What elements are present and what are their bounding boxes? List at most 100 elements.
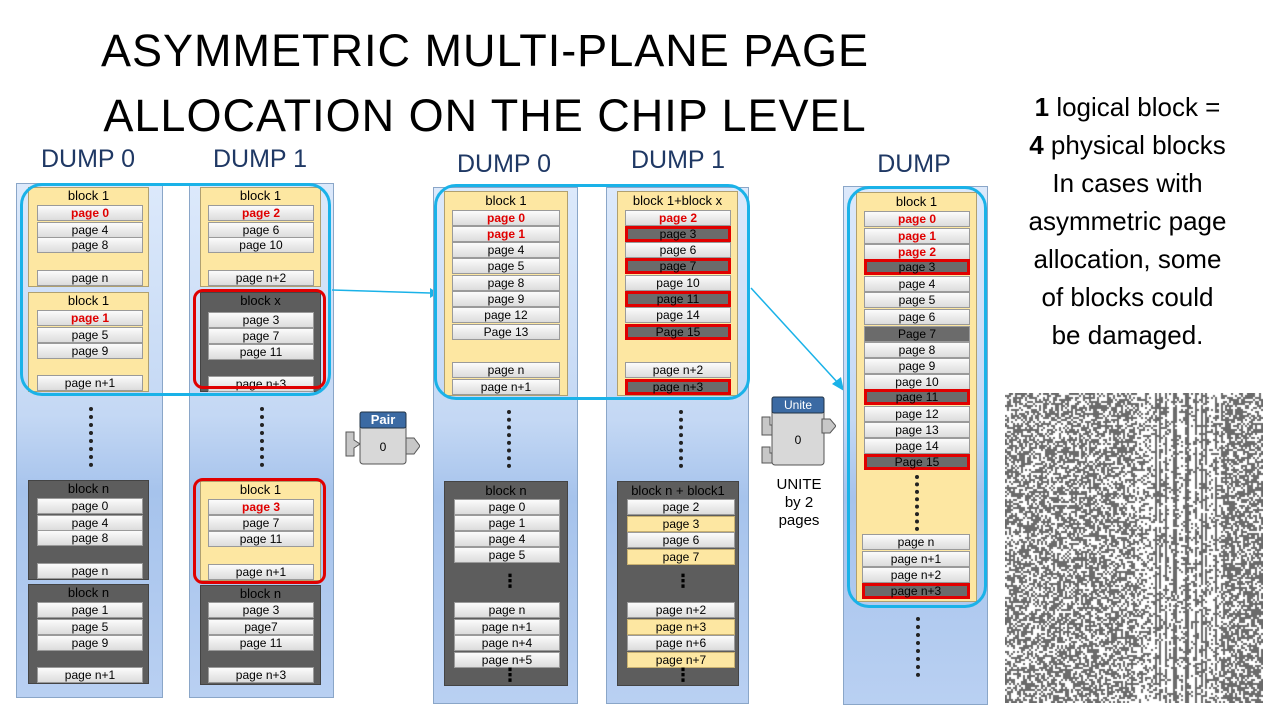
ellipsis-dots bbox=[89, 407, 93, 467]
col4-block-2: block n + block1 page 2 page 3 page 6 pa… bbox=[617, 481, 739, 686]
col1-block-3: block n page 0 page 4 page 8 page n bbox=[28, 480, 149, 580]
page-item: page n+2 bbox=[862, 567, 970, 583]
col2-block-3: block 1 page 3 page 7 page 11 page n+1 bbox=[200, 481, 321, 581]
damaged-page-item: Page 15 bbox=[625, 324, 731, 340]
side-line-1: 1 logical block = bbox=[1034, 92, 1221, 122]
page-item: page 1 bbox=[864, 228, 970, 244]
page-item: page n bbox=[37, 270, 143, 286]
dump-label-right: DUMP bbox=[877, 150, 951, 178]
logical-block-frame-right bbox=[847, 186, 987, 608]
unite-caption-line3: pages bbox=[778, 512, 820, 529]
page-item: page 8 bbox=[37, 237, 143, 253]
page-item: page n+2 bbox=[208, 270, 314, 286]
block-title: block n bbox=[239, 586, 282, 601]
logical-block-frame-left bbox=[20, 183, 331, 396]
page-item: page 3 bbox=[208, 602, 314, 618]
side-explanation: 1 logical block = 4 physical blocks In c… bbox=[1000, 88, 1255, 354]
page-item: page 11 bbox=[208, 635, 314, 651]
page-item: page 5 bbox=[37, 619, 143, 635]
block-title: block 1 bbox=[239, 482, 282, 497]
damaged-block-frame bbox=[193, 478, 326, 584]
page-item: page 5 bbox=[454, 547, 560, 563]
col2-block-2: block x page 3 page 7 page 11 page n+3 bbox=[200, 292, 321, 392]
unite-block-icon: Unite 0 bbox=[760, 395, 837, 467]
page-item: page 4 bbox=[864, 276, 970, 292]
page-item: page n+2 bbox=[625, 362, 731, 378]
damaged-page-item: page 11 bbox=[625, 291, 731, 307]
page-item: page 14 bbox=[625, 307, 731, 323]
damaged-block-frame bbox=[193, 289, 326, 389]
page-item: page 9 bbox=[864, 358, 970, 374]
page-item: page n+1 bbox=[454, 619, 560, 635]
page-item: page 10 bbox=[208, 237, 314, 253]
title-line-2: ALLOCATION ON THE CHIP LEVEL bbox=[103, 90, 867, 141]
block-title: block 1 bbox=[895, 194, 938, 209]
ellipsis-dots: ⋮ bbox=[674, 571, 692, 591]
pair-icon-value: 0 bbox=[379, 440, 387, 454]
page-item: page 1 bbox=[454, 515, 560, 531]
page-item: page 6 bbox=[625, 242, 731, 258]
col3-block-1: block 1 page 0 page 1 page 4 page 5 page… bbox=[444, 191, 568, 396]
unite-caption-line2: by 2 bbox=[784, 494, 814, 511]
page-item: page n bbox=[454, 602, 560, 618]
ellipsis-dots bbox=[915, 475, 919, 531]
page-item: page n+6 bbox=[627, 635, 735, 651]
damaged-page-item: page 11 bbox=[864, 389, 970, 405]
page-item: page 1 bbox=[37, 310, 143, 326]
side-line-6: of blocks could bbox=[1041, 282, 1214, 312]
page-item: page7 bbox=[208, 619, 314, 635]
page-item: page 4 bbox=[452, 242, 560, 258]
block-title: block 1 bbox=[485, 193, 527, 208]
page-item: page 9 bbox=[37, 635, 143, 651]
block-title: block 1 bbox=[67, 293, 110, 308]
page-item: page n+7 bbox=[627, 652, 735, 668]
unite-icon-label: Unite bbox=[783, 398, 812, 412]
page-item: page n+1 bbox=[862, 551, 970, 567]
page-item: page 0 bbox=[37, 498, 143, 514]
noise-pattern-image bbox=[1005, 393, 1263, 703]
dump1-label-middle: DUMP 1 bbox=[630, 146, 725, 174]
page-item: page n bbox=[862, 534, 970, 550]
block-title: block 1 bbox=[239, 188, 282, 203]
page-item: page n bbox=[37, 563, 143, 579]
page-item: page 1 bbox=[452, 226, 560, 242]
damaged-page-item: page n+3 bbox=[625, 379, 731, 395]
damaged-page-item: page 3 bbox=[864, 259, 970, 275]
page-item: page 3 bbox=[208, 312, 314, 328]
page-item: page 14 bbox=[864, 438, 970, 454]
page-item: page 13 bbox=[864, 422, 970, 438]
col4-block-1: block 1+block x page 2 page 3 page 6 pag… bbox=[617, 191, 738, 396]
arrow-right-icon bbox=[331, 288, 438, 298]
page-item: page n+1 bbox=[37, 375, 143, 391]
block-title: block n bbox=[67, 585, 110, 600]
block-title: block x bbox=[240, 293, 281, 308]
ellipsis-dots bbox=[679, 410, 683, 468]
page-item: page 3 bbox=[627, 516, 735, 532]
damaged-page-item: page 7 bbox=[625, 258, 731, 274]
damaged-page-item: page n+3 bbox=[862, 583, 970, 599]
page-item: Page 7 bbox=[864, 326, 970, 342]
ellipsis-dots bbox=[507, 410, 511, 468]
col1-block-2: block 1 page 1 page 5 page 9 page n+1 bbox=[28, 292, 149, 392]
unite-caption-line1: UNITE bbox=[776, 476, 822, 493]
page-item: page 4 bbox=[37, 515, 143, 531]
page-item: page 11 bbox=[208, 531, 314, 547]
page-item: page 6 bbox=[864, 309, 970, 325]
ellipsis-dots bbox=[260, 407, 264, 467]
page-item: page 9 bbox=[452, 291, 560, 307]
page-item: page 6 bbox=[627, 532, 735, 548]
side-line-4: asymmetric page bbox=[1028, 206, 1227, 236]
damaged-page-item: page 3 bbox=[625, 226, 731, 242]
dump1-label-left: DUMP 1 bbox=[212, 145, 307, 173]
page-item: page 7 bbox=[627, 549, 735, 565]
dump0-label-middle: DUMP 0 bbox=[456, 150, 551, 178]
page-item: page 12 bbox=[452, 307, 560, 323]
block-title: block n bbox=[67, 481, 110, 496]
title-line-1: ASYMMETRIC MULTI-PLANE PAGE bbox=[101, 25, 869, 76]
page-item: page n+3 bbox=[208, 667, 314, 683]
page-item: page 5 bbox=[37, 327, 143, 343]
unite-icon-value: 0 bbox=[794, 433, 802, 447]
page-item: page 2 bbox=[208, 205, 314, 221]
page-item: page n+4 bbox=[454, 635, 560, 651]
side-line-2: 4 physical blocks bbox=[1029, 130, 1226, 160]
